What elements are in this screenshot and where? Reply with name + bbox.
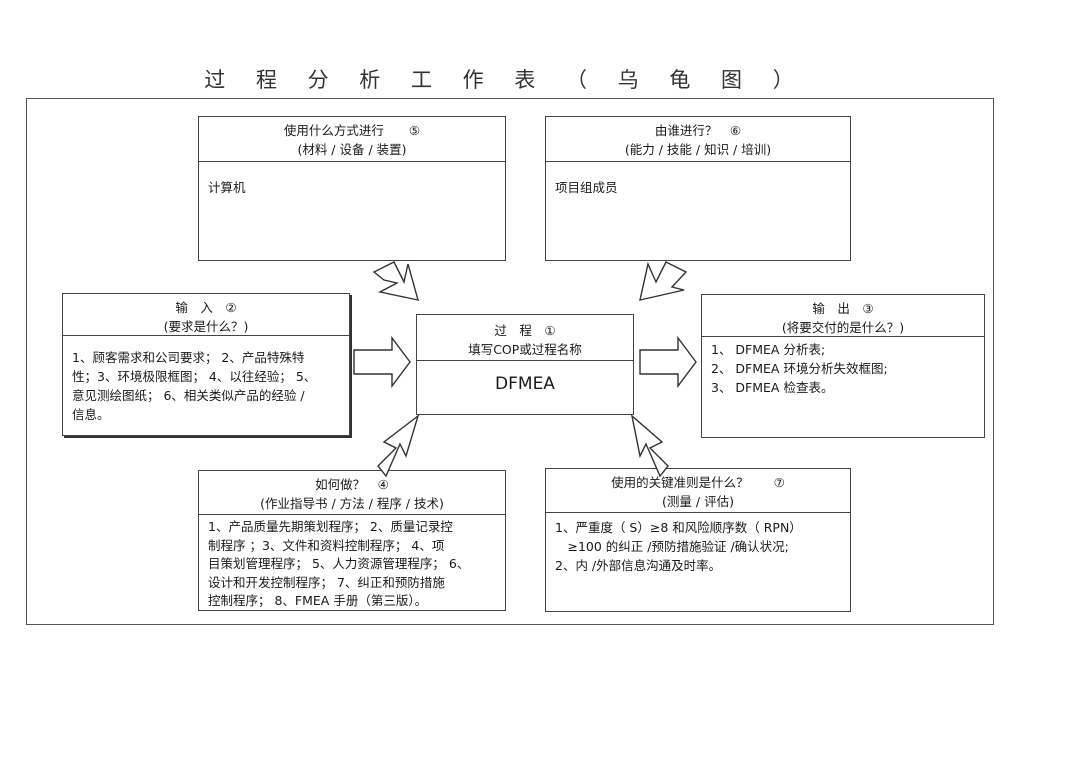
with-what-subheading: (材料 / 设备 / 装置) (297, 142, 407, 157)
page-title: 过 程 分 析 工 作 表 （ 乌 龟 图 ） (204, 68, 806, 92)
output-heading: 输 出 ③ (812, 301, 874, 316)
how-line: 制程序 ；3、文件和资料控制程序； 4、项 (208, 537, 445, 553)
output-line: 2、 DFMEA 环境分析失效框图; (711, 361, 888, 376)
how-line: 设计和开发控制程序； 7、纠正和预防措施 (208, 574, 445, 590)
input-line: 1、顾客需求和公司要求； 2、产品特殊特 (72, 350, 305, 365)
process-header: 过 程 ① 填写COP或过程名称 (417, 315, 633, 361)
output-header: 输 出 ③ (将要交付的是什么？) (702, 295, 984, 337)
process-box: 过 程 ① 填写COP或过程名称 DFMEA (416, 314, 634, 415)
how-line: 控制程序； 8、FMEA 手册（第三版）。 (208, 593, 428, 608)
how-line: 目策划管理程序； 5、人力资源管理程序； 6、 (208, 556, 470, 571)
criteria-line: 2、内 /外部信息沟通及时率。 (555, 558, 722, 573)
with-whom-subheading: (能力 / 技能 / 知识 / 培训) (624, 142, 772, 157)
input-box: 输 入 ② (要求是什么？) 1、顾客需求和公司要求； 2、产品特殊特 性；3、… (62, 293, 350, 436)
with-whom-heading: 由谁进行？ ⑥ (654, 123, 742, 138)
criteria-line: 1、严重度（ S）≥8 和风险顺序数（ RPN） (555, 520, 802, 535)
with-what-header: 使用什么方式进行 ⑤ (材料 / 设备 / 装置) (199, 117, 505, 162)
diagram-frame (26, 98, 994, 625)
criteria-content: 1、严重度（ S）≥8 和风险顺序数（ RPN） ≥100 的纠正 /预防措施验… (546, 513, 850, 581)
how-header: 如何做？ ④ (作业指导书 / 方法 / 程序 / 技术) (199, 471, 505, 515)
how-heading: 如何做？ ④ (315, 477, 389, 492)
criteria-subheading: (测量 / 评估) (662, 494, 734, 509)
criteria-box: 使用的关键准则是什么？ ⑦ (测量 / 评估) 1、严重度（ S）≥8 和风险顺… (545, 468, 851, 612)
how-box: 如何做？ ④ (作业指导书 / 方法 / 程序 / 技术) 1、产品质量先期策划… (198, 470, 506, 611)
process-content: DFMEA (495, 374, 555, 394)
with-whom-header: 由谁进行？ ⑥ (能力 / 技能 / 知识 / 培训) (546, 117, 850, 162)
criteria-header: 使用的关键准则是什么？ ⑦ (测量 / 评估) (546, 469, 850, 513)
output-box: 输 出 ③ (将要交付的是什么？) 1、 DFMEA 分析表; 2、 DFMEA… (701, 294, 985, 438)
output-content: 1、 DFMEA 分析表; 2、 DFMEA 环境分析失效框图; 3、 DFME… (702, 337, 984, 403)
input-subheading: (要求是什么？) (163, 319, 249, 334)
output-subheading: (将要交付的是什么？) (781, 320, 905, 335)
with-what-box: 使用什么方式进行 ⑤ (材料 / 设备 / 装置) 计算机 (198, 116, 506, 261)
with-what-content: 计算机 (208, 180, 246, 195)
criteria-line: ≥100 的纠正 /预防措施验证 /确认状况; (555, 539, 789, 554)
with-what-heading: 使用什么方式进行 ⑤ (283, 123, 421, 138)
how-content: 1、产品质量先期策划程序； 2、质量记录控 制程序 ；3、文件和资料控制程序； … (199, 515, 505, 617)
input-header: 输 入 ② (要求是什么？) (63, 294, 349, 336)
output-line: 1、 DFMEA 分析表; (711, 342, 826, 357)
process-subheading: 填写COP或过程名称 (468, 342, 582, 357)
input-heading: 输 入 ② (175, 300, 237, 315)
input-line: 意见测绘图纸； 6、相关类似产品的经验 / (72, 388, 305, 403)
output-line: 3、 DFMEA 检查表。 (711, 380, 834, 395)
with-whom-content: 项目组成员 (555, 180, 618, 195)
input-content: 1、顾客需求和公司要求； 2、产品特殊特 性；3、环境极限框图； 4、以往经验；… (63, 336, 349, 430)
criteria-heading: 使用的关键准则是什么？ ⑦ (611, 475, 785, 490)
input-line: 信息。 (72, 407, 110, 422)
input-line: 性；3、环境极限框图； 4、以往经验； 5、 (72, 369, 317, 384)
process-heading: 过 程 ① (494, 323, 556, 338)
how-subheading: (作业指导书 / 方法 / 程序 / 技术) (260, 496, 444, 511)
how-line: 1、产品质量先期策划程序； 2、质量记录控 (208, 519, 453, 534)
with-whom-box: 由谁进行？ ⑥ (能力 / 技能 / 知识 / 培训) 项目组成员 (545, 116, 851, 261)
